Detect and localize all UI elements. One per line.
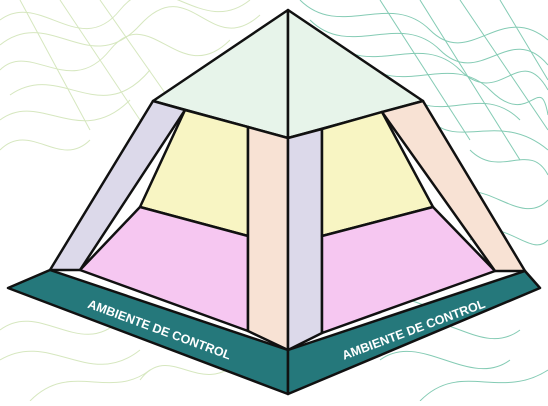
pyramid — [6, 8, 542, 396]
left-peach-column — [246, 125, 290, 352]
right-lavender-column — [286, 127, 324, 352]
base-band-right — [286, 269, 542, 396]
scribble-left — [0, 0, 261, 402]
